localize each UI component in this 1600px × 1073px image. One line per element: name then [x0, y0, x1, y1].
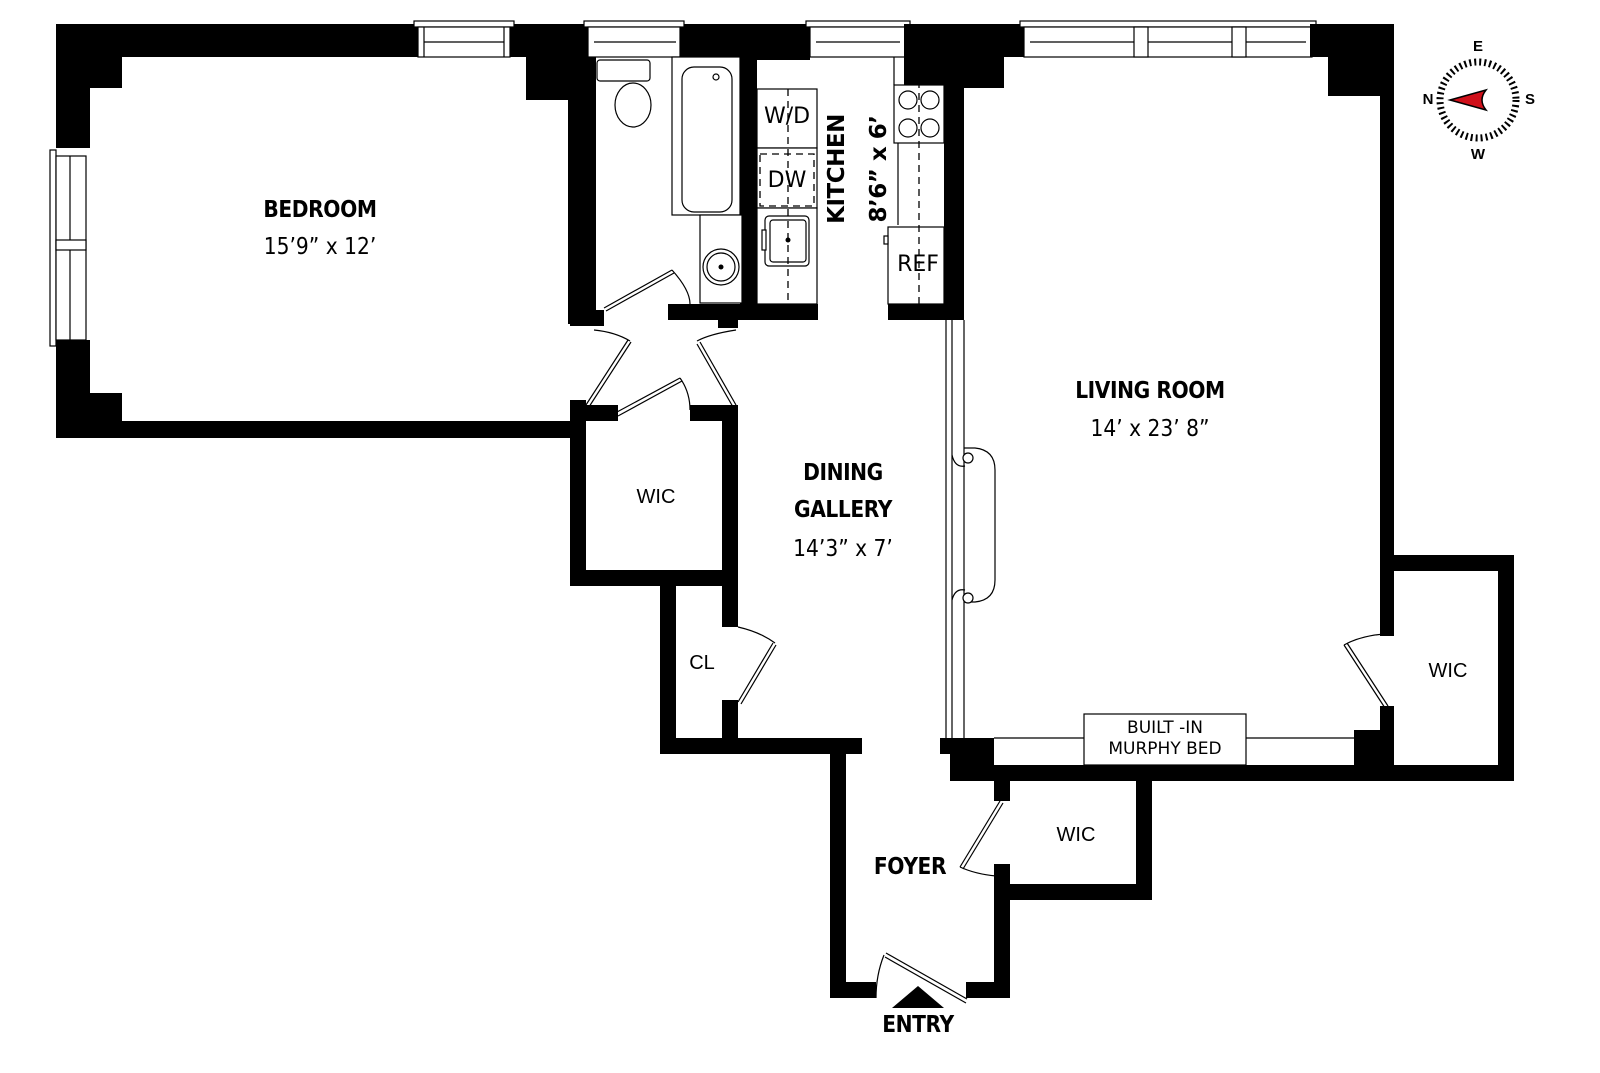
foyer-name: FOYER: [873, 854, 947, 880]
murphy-bed-label-line1: BUILT -IN: [1127, 718, 1203, 738]
toilet-icon: [596, 59, 652, 128]
dining-gallery-name-line2: GALLERY: [794, 497, 892, 523]
wic-hall-label: WIC: [636, 486, 676, 508]
living-room-name: LIVING ROOM: [1075, 378, 1225, 404]
bathroom-door[interactable]: [603, 269, 691, 312]
bath-hall-door[interactable]: [696, 329, 737, 408]
murphy-bed-label-line2: MURPHY BED: [1108, 739, 1222, 759]
refrigerator: [883, 226, 945, 305]
bedroom-window-left: [49, 149, 87, 347]
compass-label-bottom: W: [1470, 146, 1486, 163]
dining-gallery-dimensions: 14’3” x 7’: [793, 536, 893, 562]
living-room-sliding-partition: [945, 320, 996, 738]
compass-label-top: E: [1472, 38, 1483, 55]
dining-gallery-name-line1: DINING: [803, 460, 883, 486]
bedroom-window-top: [413, 20, 515, 58]
bedroom-dimensions: 15’9” x 12’: [263, 234, 377, 260]
bedroom-door[interactable]: [583, 329, 632, 411]
compass-label-right: S: [1524, 91, 1535, 108]
living-wic-door[interactable]: [1343, 633, 1389, 709]
closet-door[interactable]: [737, 626, 777, 705]
kitchen-walls: [888, 24, 1028, 320]
hall-walls: [570, 400, 1010, 998]
living-room-dimensions: 14’ x 23’ 8”: [1090, 416, 1210, 442]
refrigerator-label: REF: [897, 252, 939, 277]
entry-arrow-icon: [892, 986, 944, 1008]
compass-icon: [1436, 58, 1520, 142]
kitchen-name: KITCHEN: [824, 114, 850, 224]
compass-label-left: N: [1422, 91, 1434, 108]
dishwasher: [756, 147, 818, 209]
entry-label: ENTRY: [882, 1012, 954, 1038]
wic-foyer-label: WIC: [1056, 824, 1096, 846]
wic-hall-door[interactable]: [616, 377, 691, 417]
dishwasher-label: DW: [767, 168, 807, 193]
entry-door[interactable]: [875, 952, 968, 1004]
bathroom-sink-icon: [699, 214, 743, 304]
foyer-wic-door[interactable]: [959, 800, 1004, 877]
murphy-bed-box: [994, 713, 1354, 766]
bathroom-window: [583, 20, 685, 58]
living-room-walls: [940, 20, 1514, 900]
bathroom-walls: [570, 24, 818, 328]
closet-label: CL: [689, 652, 715, 674]
wic-living-label: WIC: [1428, 660, 1468, 682]
washer-dryer-label: W/D: [763, 104, 811, 129]
bathtub-icon: [671, 56, 741, 216]
bedroom-walls: [56, 24, 584, 438]
washer-dryer: [756, 88, 818, 149]
kitchen-dimensions: 8’6” x 6’: [866, 115, 892, 223]
bedroom-name: BEDROOM: [263, 197, 377, 223]
kitchen-sink-icon: [756, 207, 818, 305]
kitchen-window: [805, 20, 911, 58]
